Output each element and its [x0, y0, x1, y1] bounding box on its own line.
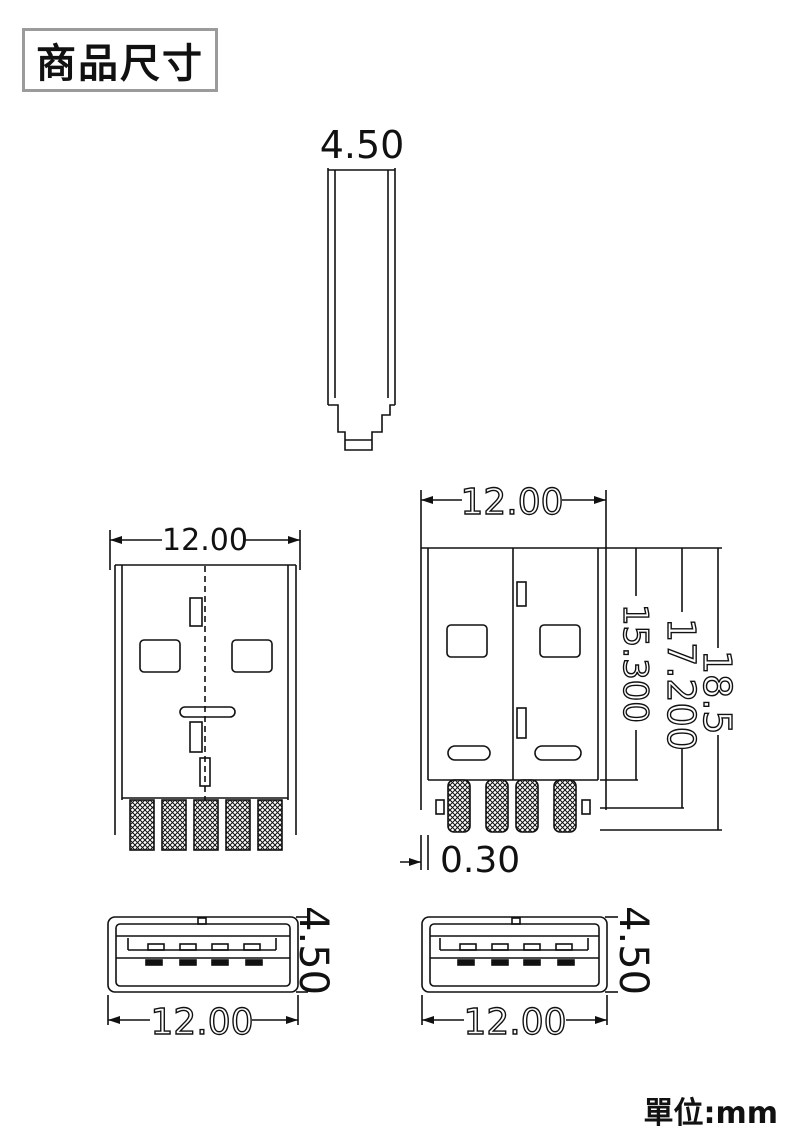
side-width-label: 4.50 [320, 123, 405, 167]
section-title: 商品尺寸 [22, 28, 218, 92]
front-right-height-label: 4.50 [610, 906, 656, 995]
unit-label: 單位:mm [643, 1096, 778, 1131]
bottom-view: 12.00 [400, 481, 722, 870]
bottom-width-label: 12.00 [460, 482, 563, 523]
front-right-width-label: 12.00 [463, 1002, 566, 1043]
front-view-right [421, 916, 618, 1025]
side-view: 4.50 [320, 123, 405, 451]
bottom-dim-c-label: 18.5 [695, 650, 739, 735]
offset-label: 0.30 [440, 840, 520, 881]
top-view: 12.00 [109, 523, 301, 851]
front-left-width-label: 12.00 [150, 1002, 253, 1043]
bottom-dim-a-label: 15.300 [615, 604, 655, 723]
bottom-dim-b-label: 17.200 [659, 618, 703, 751]
front-view-left [107, 916, 308, 1025]
top-width-label: 12.00 [162, 523, 248, 558]
front-left-height-label: 4.50 [290, 906, 336, 995]
